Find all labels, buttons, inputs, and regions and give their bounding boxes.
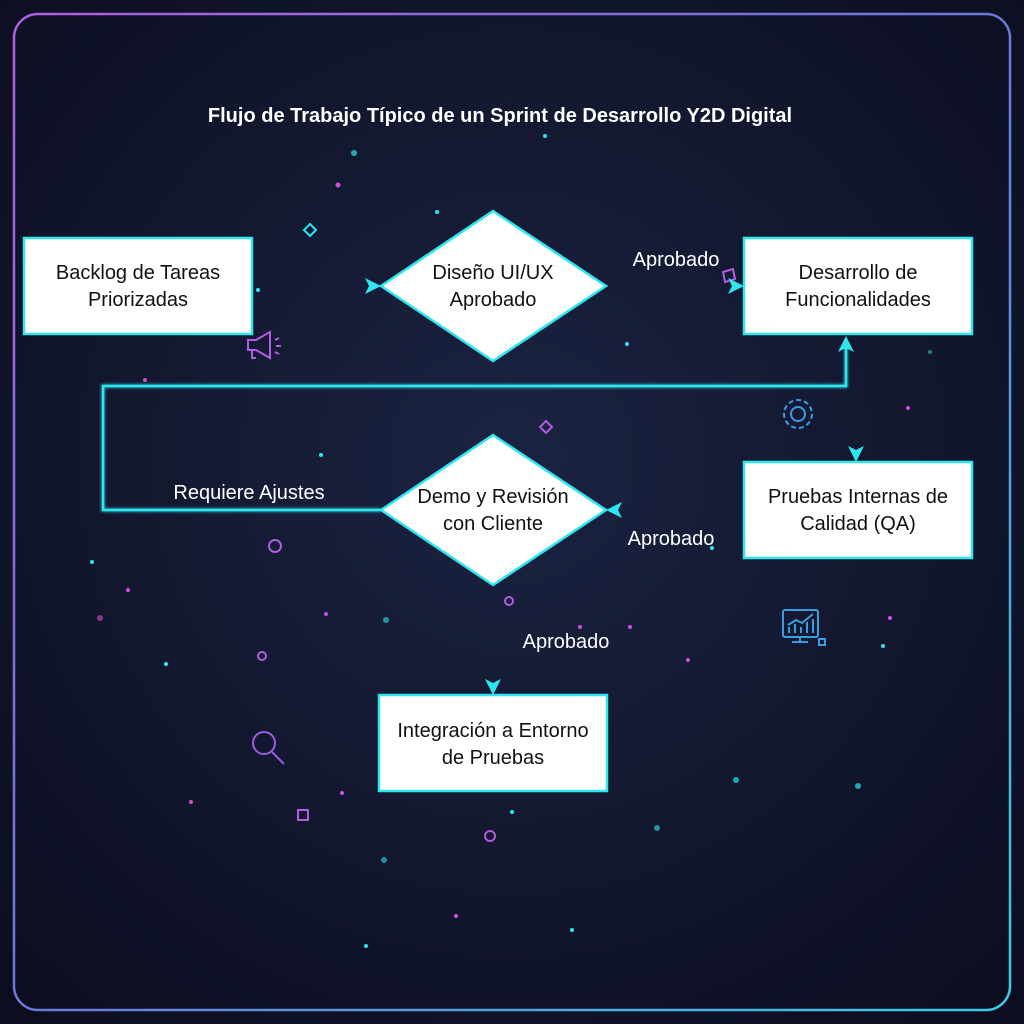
- magnifier-icon: [252, 731, 285, 765]
- node-qa: Pruebas Internas de Calidad (QA): [742, 460, 974, 560]
- node-development: Desarrollo de Funcionalidades: [742, 236, 974, 336]
- svg-text:Funcionalidades: Funcionalidades: [785, 289, 931, 311]
- node-demo-decision: Demo y Revisión con Cliente: [378, 433, 609, 587]
- edge-backlog-to-design: [252, 278, 381, 294]
- edge-design-to-development: [606, 278, 744, 294]
- circle-outline-icon: [257, 651, 267, 661]
- diamond-outline-icon: [302, 222, 318, 238]
- circle-outline-icon: [268, 539, 282, 553]
- frame-border: [12, 12, 1012, 1012]
- svg-text:Demo y Revisión: Demo y Revisión: [417, 486, 568, 508]
- edge-label-requires-adjustments: Requiere Ajustes: [173, 482, 324, 504]
- svg-text:Aprobado: Aprobado: [450, 289, 537, 311]
- svg-text:Backlog de Tareas: Backlog de Tareas: [56, 262, 220, 284]
- circle-outline-icon: [504, 596, 514, 606]
- square-outline-icon: [297, 809, 309, 821]
- diamond-outline-icon: [538, 419, 554, 435]
- node-backlog: Backlog de Tareas Priorizadas: [22, 236, 254, 336]
- svg-text:Pruebas Internas de: Pruebas Internas de: [768, 486, 948, 508]
- tag-icon: [721, 267, 737, 284]
- megaphone-icon: [247, 330, 281, 360]
- svg-text:con Cliente: con Cliente: [443, 513, 543, 535]
- svg-text:Desarrollo de: Desarrollo de: [799, 262, 918, 284]
- decorative-icons: [247, 222, 826, 842]
- edge-label-design-approved: Aprobado: [633, 249, 720, 271]
- svg-text:Priorizadas: Priorizadas: [88, 289, 188, 311]
- svg-text:de Pruebas: de Pruebas: [442, 747, 544, 769]
- svg-text:Diseño UI/UX: Diseño UI/UX: [432, 262, 553, 284]
- circle-outline-icon: [484, 830, 496, 842]
- svg-text:Calidad (QA): Calidad (QA): [800, 513, 916, 535]
- page-title: Flujo de Trabajo Típico de un Sprint de …: [208, 105, 792, 127]
- edge-qa-to-demo: [606, 502, 744, 518]
- edge-demo-to-integration: [485, 585, 501, 695]
- chart-monitor-icon: [782, 609, 826, 646]
- node-design-decision: Diseño UI/UX Aprobado: [378, 209, 609, 363]
- decorative-dots: [90, 134, 932, 948]
- gear-icon: [783, 399, 813, 429]
- edge-label-demo-approved: Aprobado: [523, 631, 610, 653]
- edge-label-qa-approved: Aprobado: [628, 528, 715, 550]
- edge-development-to-qa: [848, 334, 864, 462]
- node-integration: Integración a Entorno de Pruebas: [377, 693, 609, 793]
- edge-demo-to-development-loop: [101, 336, 854, 512]
- svg-text:Integración a Entorno: Integración a Entorno: [397, 720, 588, 742]
